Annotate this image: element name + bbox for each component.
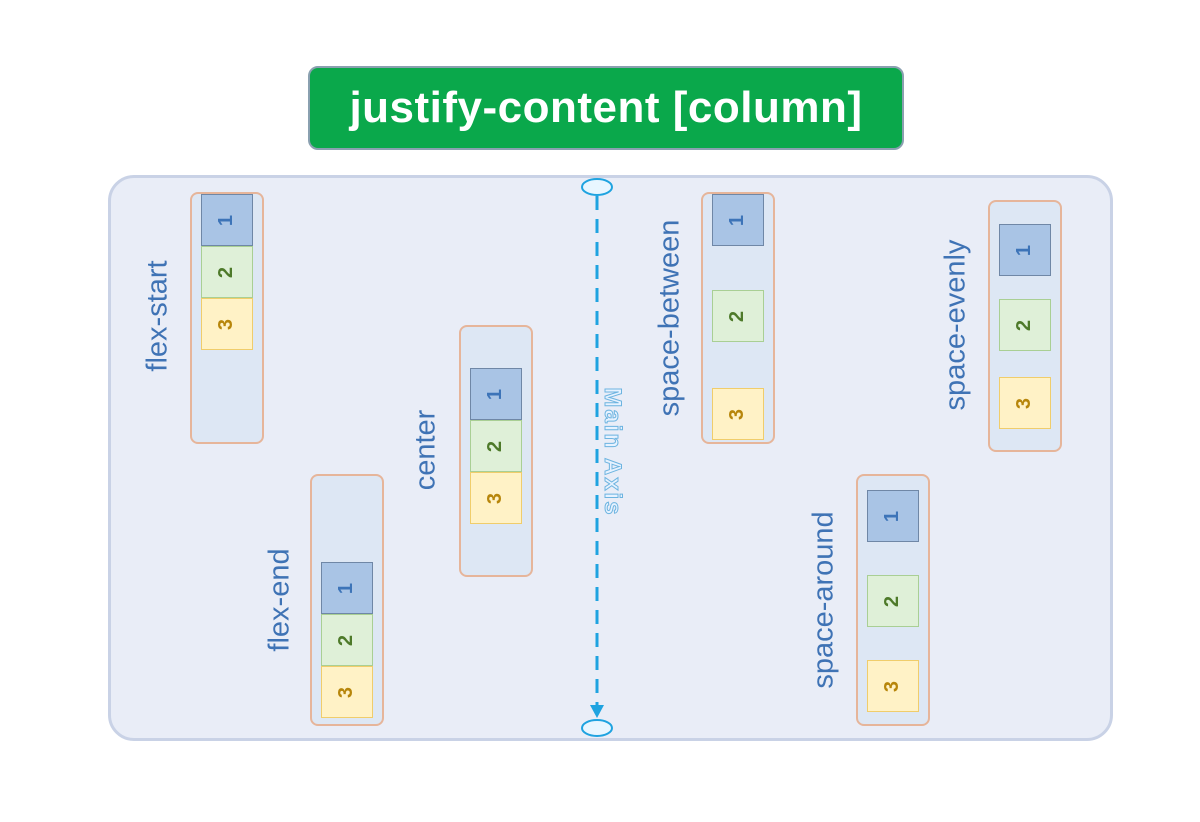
center-label: center (409, 409, 442, 491)
space-evenly-item-1: 1 (999, 224, 1051, 276)
space-evenly-container: 1 2 3 (988, 200, 1062, 452)
diagram-panel (108, 175, 1113, 741)
space-between-item-3: 3 (712, 388, 764, 440)
center-item-3: 3 (470, 472, 522, 524)
space-around-container: 1 2 3 (856, 474, 930, 726)
center-item-1: 1 (470, 368, 522, 420)
space-between-item-2: 2 (712, 290, 764, 342)
flex-end-item-1: 1 (321, 562, 373, 614)
space-between-label: space-between (653, 219, 686, 417)
flex-start-label: flex-start (141, 260, 174, 372)
space-between-container: 1 2 3 (701, 192, 775, 444)
flex-start-item-3: 3 (201, 298, 253, 350)
space-around-item-1: 1 (867, 490, 919, 542)
flex-start-container: 1 2 3 (190, 192, 264, 444)
space-evenly-label: space-evenly (939, 239, 972, 411)
space-between-item-1: 1 (712, 194, 764, 246)
space-evenly-item-3: 3 (999, 377, 1051, 429)
flex-end-item-2: 2 (321, 614, 373, 666)
diagram-title: justify-content [column] (308, 66, 904, 150)
space-evenly-item-2: 2 (999, 299, 1051, 351)
center-item-2: 2 (470, 420, 522, 472)
space-around-item-3: 3 (867, 660, 919, 712)
flex-start-item-2: 2 (201, 246, 253, 298)
main-axis-label: Main Axis (599, 387, 627, 517)
flex-end-label: flex-end (263, 548, 296, 652)
center-container: 1 2 3 (459, 325, 533, 577)
space-around-item-2: 2 (867, 575, 919, 627)
flex-start-item-1: 1 (201, 194, 253, 246)
space-around-label: space-around (807, 511, 840, 689)
flex-end-item-3: 3 (321, 666, 373, 718)
flex-end-container: 1 2 3 (310, 474, 384, 726)
